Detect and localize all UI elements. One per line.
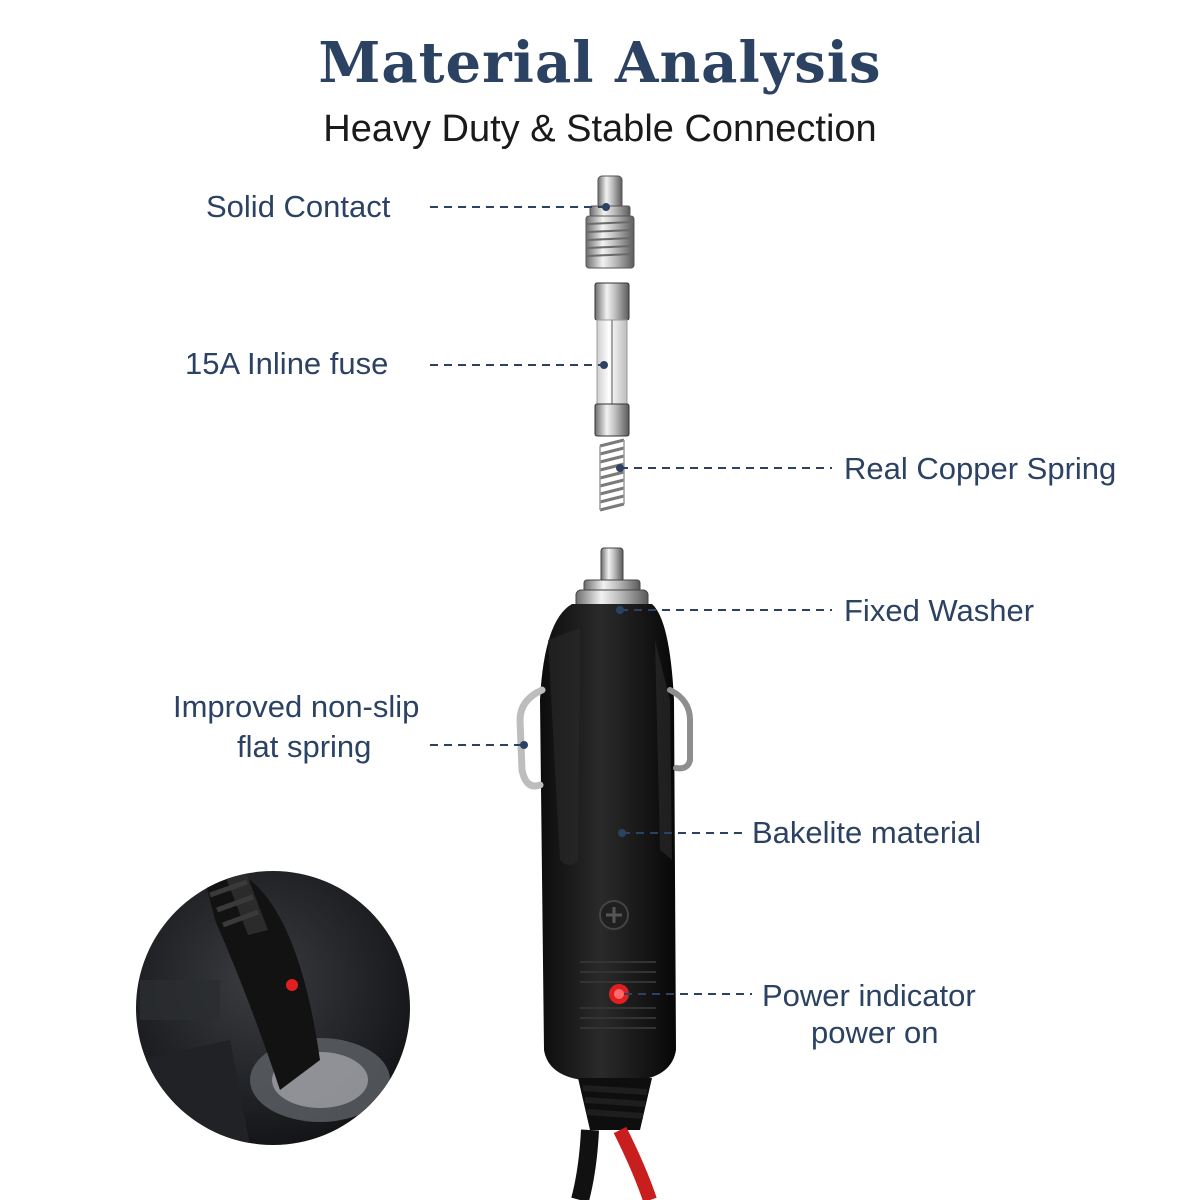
inset-photo <box>136 860 410 1145</box>
label-flat-spring-line1: Improved non-slip <box>173 688 419 726</box>
fixed-washer-part <box>576 548 648 610</box>
power-cable <box>578 1078 652 1200</box>
label-indicator-line1: Power indicator <box>762 977 976 1015</box>
label-fixed-washer: Fixed Washer <box>844 592 1034 630</box>
inline-fuse-part <box>595 283 629 436</box>
label-inline-fuse: 15A Inline fuse <box>185 345 388 383</box>
solid-contact-part <box>586 176 634 268</box>
bakelite-plug-body <box>520 604 690 1080</box>
label-indicator-line2: power on <box>811 1014 939 1052</box>
label-flat-spring-line2: flat spring <box>237 728 371 766</box>
copper-spring-part <box>600 440 624 510</box>
label-copper-spring: Real Copper Spring <box>844 450 1116 488</box>
label-solid-contact: Solid Contact <box>206 188 390 226</box>
flat-spring-part <box>520 690 542 786</box>
label-bakelite: Bakelite material <box>752 814 981 852</box>
